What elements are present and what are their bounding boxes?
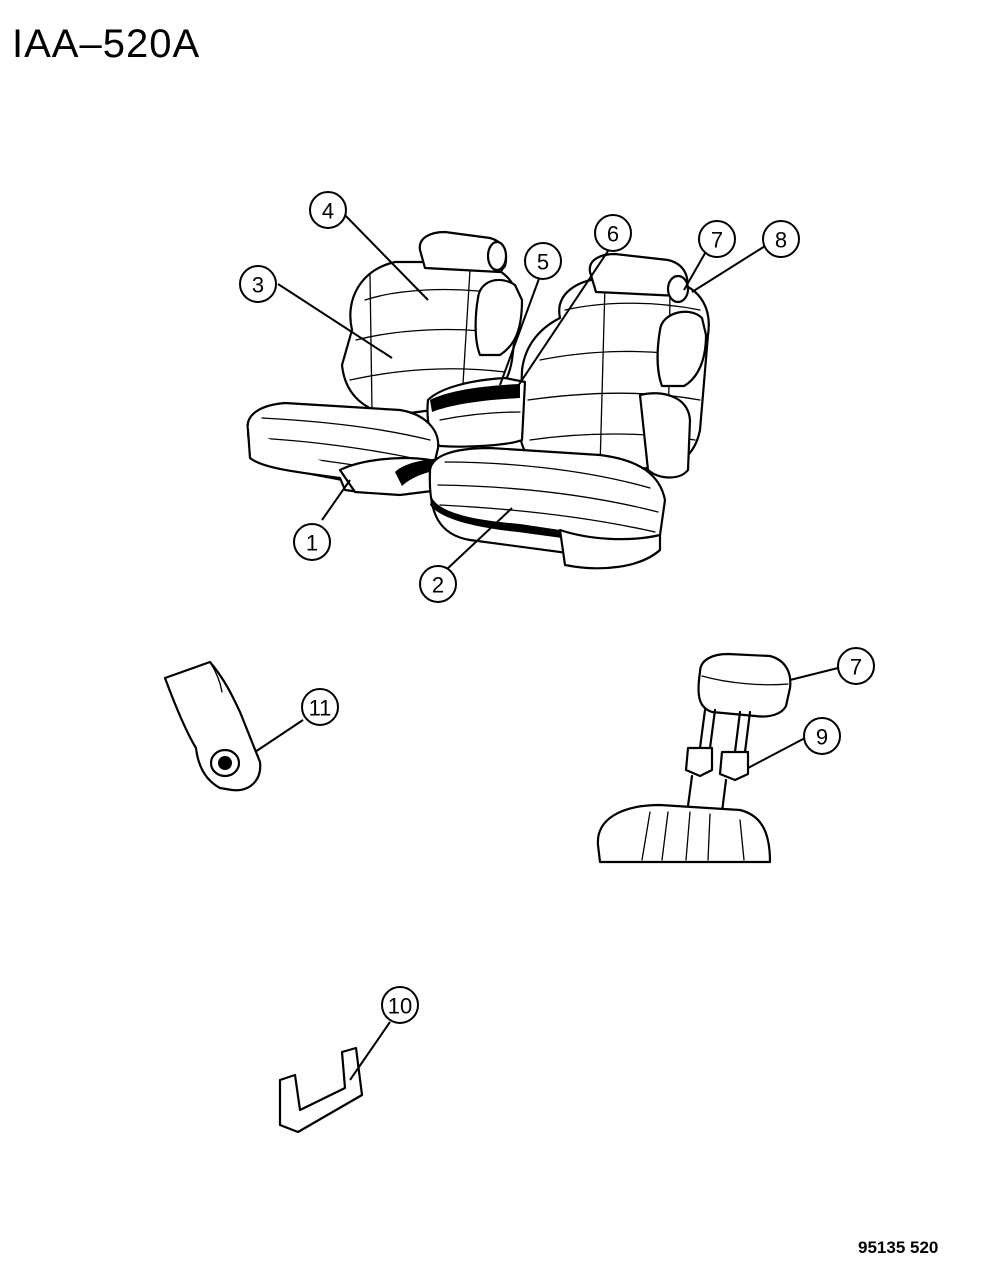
callout-10: 10 — [381, 986, 419, 1024]
front-seats-illustration — [246, 230, 710, 570]
svg-text:10: 10 — [388, 994, 412, 1019]
callout-8: 8 — [762, 220, 800, 258]
svg-text:2: 2 — [432, 573, 444, 598]
callout-9: 9 — [803, 717, 841, 755]
callout-2: 2 — [419, 565, 457, 603]
headrest-detail-illustration — [596, 652, 792, 864]
callout-6: 6 — [594, 214, 632, 252]
svg-text:1: 1 — [306, 531, 318, 556]
svg-text:7: 7 — [850, 655, 862, 680]
svg-text:7: 7 — [711, 228, 723, 253]
page-title: IAA–520A — [12, 22, 201, 66]
callout-7-top: 7 — [698, 220, 736, 258]
svg-text:11: 11 — [309, 696, 332, 721]
callout-1: 1 — [293, 523, 331, 561]
callout-3: 3 — [239, 265, 277, 303]
svg-text:5: 5 — [537, 250, 549, 275]
callout-4: 4 — [309, 191, 347, 229]
svg-text:6: 6 — [607, 222, 619, 247]
callout-5: 5 — [524, 242, 562, 280]
svg-text:8: 8 — [775, 228, 787, 253]
svg-text:4: 4 — [322, 199, 334, 224]
hinge-bracket-illustration — [163, 660, 262, 792]
svg-text:9: 9 — [816, 725, 828, 750]
callout-7-detail: 7 — [837, 647, 875, 685]
callout-11: 11 — [301, 688, 339, 726]
svg-text:3: 3 — [252, 273, 264, 298]
drawing-number: 95135 520 — [858, 1238, 939, 1257]
trim-clip-illustration — [278, 1046, 364, 1134]
